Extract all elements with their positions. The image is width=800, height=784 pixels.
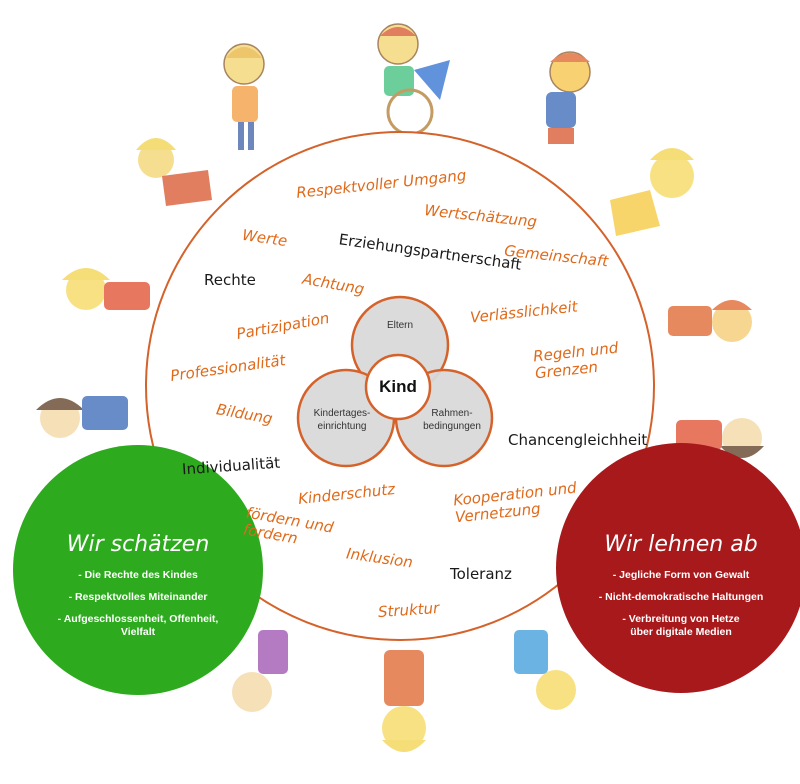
values-panel: Wir schätzen - Die Rechte des Kindes - R… [28, 532, 248, 649]
reject-item: - Verbreitung von Hetze über digitale Me… [622, 613, 740, 639]
values-item: - Die Rechte des Kindes [78, 569, 198, 581]
word-chancengleichheit: Chancengleichheit [508, 431, 648, 449]
values-item: - Aufgeschlossenheit, Offenheit, Vielfal… [57, 613, 219, 639]
reject-panel: Wir lehnen ab - Jegliche Form von Gewalt… [571, 532, 791, 649]
word-toleranz: Toleranz [450, 565, 512, 583]
venn-diagram [296, 295, 494, 468]
values-panel-circle [13, 445, 263, 695]
child-drawing [377, 23, 450, 136]
reject-item: - Nicht-demokratische Haltungen [598, 591, 764, 604]
reject-panel-list: - Jegliche Form von Gewalt - Nicht-demok… [571, 569, 791, 640]
venn-label-daycare: Kindertages- einrichtung [313, 408, 371, 432]
child-drawing [610, 148, 694, 236]
reject-panel-title: Wir lehnen ab [604, 532, 758, 557]
venn-center-circle [364, 353, 432, 421]
child-drawing [36, 396, 128, 438]
child-drawing [514, 630, 576, 710]
venn-label-conditions: Rahmen- bedingungen [423, 408, 481, 432]
child-drawing [668, 300, 752, 342]
child-drawing [223, 43, 265, 150]
child-drawing [676, 418, 764, 458]
venn-label-parents: Eltern [386, 320, 414, 331]
values-panel-title: Wir schätzen [66, 532, 210, 557]
values-panel-list: - Die Rechte des Kindes - Respektvolles … [28, 569, 248, 640]
reject-item: - Jegliche Form von Gewalt [612, 569, 750, 581]
child-drawing [232, 630, 288, 712]
child-drawing [62, 268, 150, 310]
child-drawing [546, 51, 591, 144]
center-title: Kind [379, 377, 417, 396]
child-drawing [382, 650, 426, 752]
reject-panel-circle [556, 443, 800, 693]
children-drawings [36, 23, 764, 752]
child-drawing [136, 138, 212, 206]
values-item: - Respektvolles Miteinander [68, 591, 208, 604]
word-rechte: Rechte [204, 271, 256, 289]
